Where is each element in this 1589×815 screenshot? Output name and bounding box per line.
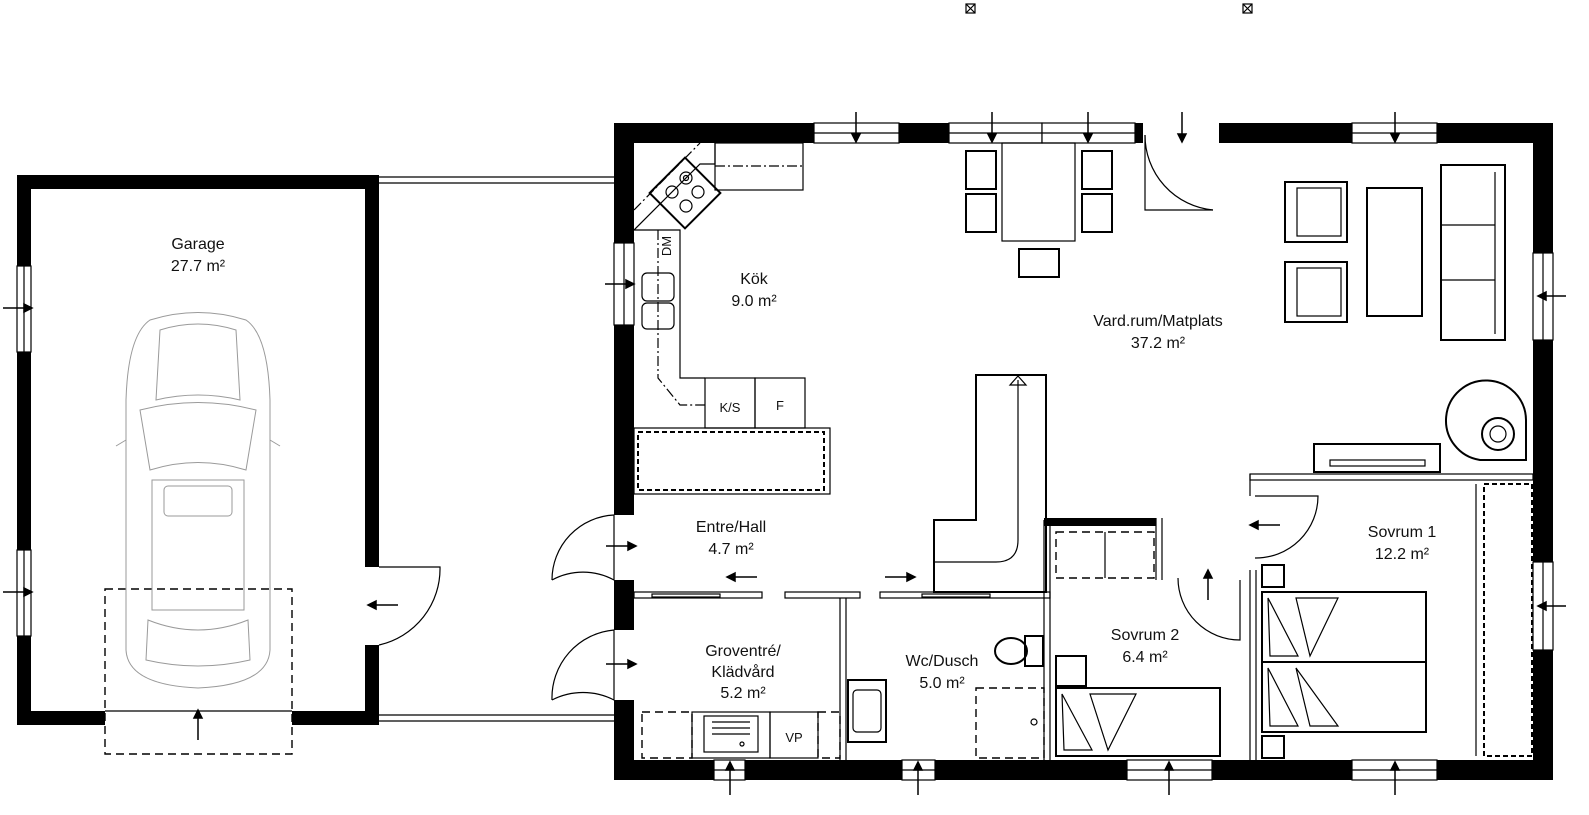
- fireplace-icon: [1445, 379, 1527, 461]
- room-label-sovrum1: Sovrum 1 12.2 m²: [1368, 524, 1437, 563]
- kitchen: DM K/S F: [633, 142, 806, 429]
- room-area: 12.2 m²: [1375, 546, 1430, 563]
- room-label-groventre: Groventré/ Klädvård 5.2 m²: [705, 643, 781, 702]
- reference-marker-right: [1242, 3, 1253, 14]
- house-walls: [614, 123, 1553, 780]
- room-name: Kök: [740, 271, 769, 288]
- armchair-bottom: [1284, 261, 1348, 323]
- room-name-line2: Klädvård: [711, 663, 774, 681]
- sofa: [1440, 164, 1506, 341]
- room-label-sovrum2: Sovrum 2 6.4 m²: [1111, 627, 1180, 666]
- room-name: Sovrum 1: [1368, 524, 1437, 541]
- heat-pump-label: VP: [785, 730, 802, 745]
- room-name: Garage: [171, 236, 224, 253]
- garage-side-door: [378, 566, 441, 646]
- dishwasher-label: DM: [659, 236, 674, 256]
- room-area: 5.2 m²: [720, 685, 766, 702]
- reference-marker-left: [965, 3, 976, 14]
- car-icon: [115, 312, 281, 689]
- fridge-freezer-label: K/S: [720, 400, 741, 415]
- room-area: 5.0 m²: [919, 675, 965, 692]
- room-name: Vard.rum/Matplats: [1093, 313, 1223, 330]
- armchair-top: [1284, 181, 1348, 243]
- room-label-kok: Kök 9.0 m²: [731, 271, 777, 310]
- room-area: 37.2 m²: [1131, 335, 1186, 352]
- interior-walls: [633, 427, 1534, 760]
- window-arrows: [3, 112, 1566, 795]
- room-label-entre: Entre/Hall 4.7 m²: [696, 519, 766, 558]
- laundry-counter: VP: [641, 711, 841, 759]
- stove-icon: [648, 156, 722, 230]
- bathroom-sink-icon: [847, 679, 887, 743]
- coffee-table: [1366, 187, 1423, 317]
- carport-lines: [379, 176, 614, 722]
- sovrum1-beds: [1261, 564, 1427, 759]
- tv-bench: [1313, 443, 1441, 473]
- sliding-doors: [651, 593, 991, 598]
- house-windows: [613, 122, 1554, 781]
- doors: [551, 134, 1319, 701]
- room-name: Wc/Dusch: [906, 653, 979, 670]
- kitchen-sink-icon: [641, 272, 675, 330]
- stair-partition: [933, 374, 1047, 593]
- room-label-garage: Garage 27.7 m²: [171, 236, 226, 275]
- shower-area: [975, 687, 1045, 759]
- room-name: Entre/Hall: [696, 519, 766, 536]
- freezer-label: F: [776, 398, 784, 413]
- room-name: Sovrum 2: [1111, 627, 1180, 644]
- room-name: Groventré/: [705, 643, 781, 660]
- room-area: 9.0 m²: [731, 293, 777, 310]
- sovrum1-wardrobe: [1475, 483, 1533, 757]
- room-area: 4.7 m²: [708, 541, 754, 558]
- toilet-icon: [994, 635, 1044, 667]
- room-label-wc: Wc/Dusch 5.0 m²: [906, 653, 979, 692]
- sovrum2-wardrobe: [1055, 531, 1155, 579]
- room-label-vardrum: Vard.rum/Matplats 37.2 m²: [1093, 313, 1223, 352]
- room-area: 6.4 m²: [1122, 649, 1168, 666]
- dining-chairs: [965, 150, 1113, 278]
- room-area: 27.7 m²: [171, 258, 226, 275]
- door-arrows: [606, 519, 1280, 670]
- sovrum2-bed: [1055, 655, 1221, 757]
- dining-table: [1001, 142, 1076, 242]
